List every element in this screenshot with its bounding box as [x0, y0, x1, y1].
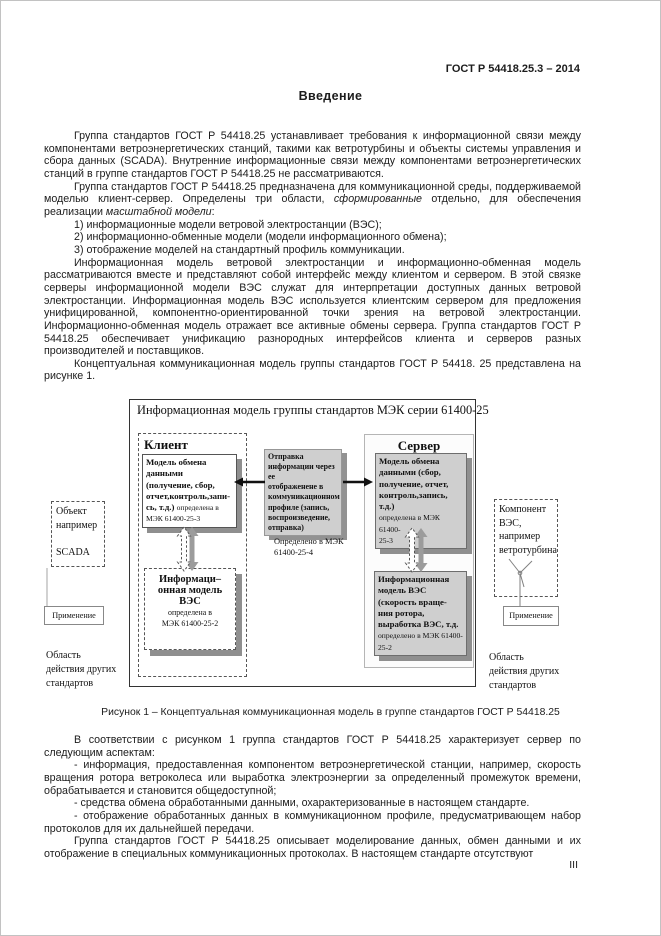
diagram-outer-frame — [129, 399, 476, 687]
right-other-standards-note: Область действия других стандартов — [489, 652, 560, 691]
server-info-ref: определено в МЭК 61400- 25-2 — [378, 631, 463, 652]
aspects-text-block: В соответствии с рисунком 1 группа станд… — [44, 734, 581, 861]
intro-paragraph-4: Концептуальная коммуникационная модель г… — [44, 357, 581, 383]
server-information-model-box: Информационная модель ВЭС (скорость вращ… — [374, 571, 467, 656]
client-exchange-text: Модель обмена данными (получение, сбор, … — [146, 457, 231, 512]
numbered-list-item-1: 1) информационные модели ветровой электр… — [74, 218, 382, 231]
client-dashed-box — [138, 433, 247, 677]
client-information-model-box: Информаци– онная модель ВЭС определена в… — [144, 568, 236, 650]
intro-text-block: Группа стандартов ГОСТ Р 54418.25 устана… — [44, 130, 581, 383]
intro-p2-text: : — [211, 205, 215, 218]
client-info-text: Информаци– онная модель ВЭС — [157, 574, 223, 607]
left-other-standards-note: Область действия других стандартов — [46, 650, 117, 689]
numbered-list-item-2: 2) информационно-обменные модели (модели… — [74, 231, 447, 244]
aspects-paragraph: В соответствии с рисунком 1 группа станд… — [44, 734, 581, 759]
aspect-item-3: - отображение обработанных данных в комм… — [44, 809, 581, 835]
intro-p2-italic-1: сформированные — [333, 193, 423, 206]
server-exchange-text: Модель обмена данными (сбор, получение, … — [379, 456, 449, 511]
intro-paragraph-2: Группа стандартов ГОСТ Р 54418.25 предна… — [44, 181, 581, 219]
client-exchange-ref: определена в МЭК 61400-25-3 — [146, 503, 219, 524]
client-data-exchange-model-box: Модель обмена данными (получение, сбор, … — [142, 454, 237, 528]
document-code: ГОСТ Р 54418.25.3 – 2014 — [445, 63, 580, 75]
client-info-ref: определена в МЭК 61400-25-2 — [161, 608, 219, 628]
intro-p2-text: Группа стандартов ГОСТ Р 54418.25 предна… — [44, 180, 581, 206]
left-application-box: Применение — [44, 606, 104, 625]
intro-paragraph-1: Группа стандартов ГОСТ Р 54418.25 устана… — [44, 130, 581, 180]
numbered-list-item-3: 3) отображение моделей на стандартный пр… — [74, 243, 405, 256]
aspect-item-2: - средства обмена обработанными данными,… — [74, 797, 530, 810]
page-title: Введение — [298, 89, 363, 103]
figure-1-caption: Рисунок 1 – Концептуальная коммуникацион… — [101, 707, 560, 718]
communication-profile-mapping-box: Отправка информации через ее отображенен… — [264, 449, 342, 536]
intro-p2-italic-2: масштабной модели — [105, 205, 212, 218]
figure-1-diagram: Информационная модель группы стандартов … — [1, 394, 660, 699]
wind-turbine-component-box: Компонент ВЭС, например ветротурбина — [494, 499, 558, 597]
intro-p2-text: отдельно, для обеспечения реализации — [44, 193, 581, 218]
scada-object-box: Объект например SCADA — [51, 501, 105, 567]
client-label: Клиент — [144, 437, 188, 452]
closing-paragraph: Группа стандартов ГОСТ Р 54418.25 описыв… — [44, 835, 581, 860]
server-info-text: Информационная модель ВЭС (скорость вращ… — [378, 574, 459, 629]
server-exchange-ref: определена в МЭК 61400- 25-3 — [379, 513, 440, 545]
right-application-box: Применение — [503, 606, 559, 626]
page-number: III — [569, 859, 578, 871]
server-label: Сервер — [397, 438, 441, 453]
intro-paragraph-3: Информационная модель ветровой электрост… — [44, 256, 581, 358]
mapping-reference-note: Определено в МЭК 61400-25-4 — [274, 537, 344, 557]
diagram-title: Информационная модель группы стандартов … — [137, 403, 489, 417]
server-data-exchange-model-box: Модель обмена данными (сбор, получение, … — [375, 453, 467, 549]
aspect-item-1: - информация, предоставленная компоненто… — [44, 759, 581, 797]
